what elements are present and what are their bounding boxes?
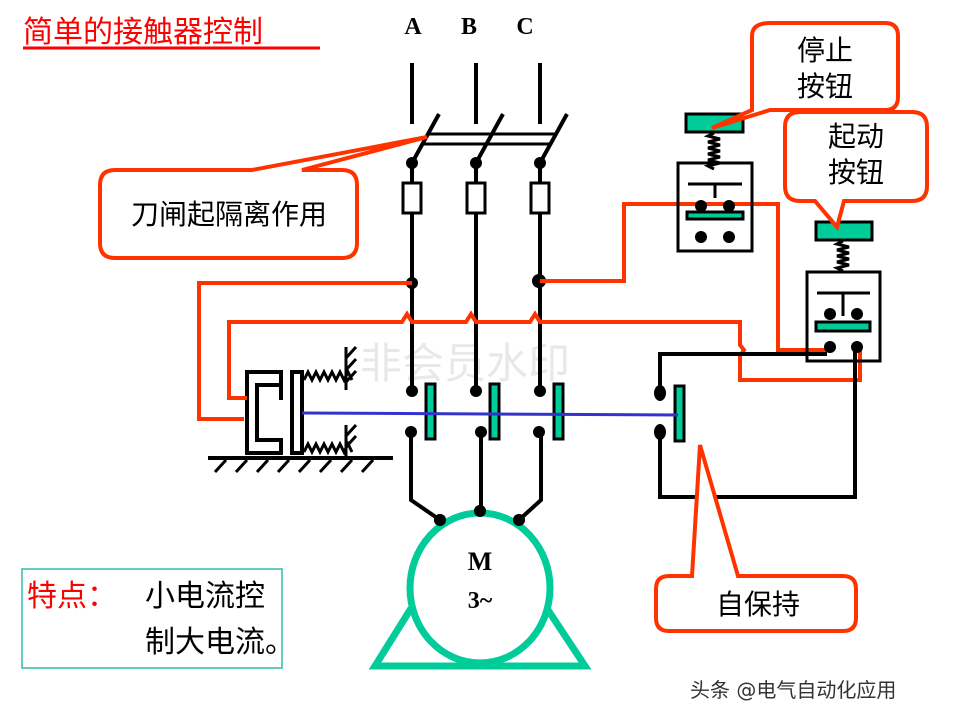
stop-button-symbol xyxy=(676,112,754,253)
motor-label: M xyxy=(468,547,493,576)
start-button-cap xyxy=(814,220,874,242)
self-hold-bottom xyxy=(658,350,857,499)
phase-label-a: A xyxy=(404,14,422,40)
control-wire-a xyxy=(197,281,412,421)
motor: M 3~ xyxy=(368,509,592,670)
callout-stop-button: 停止 按钮 xyxy=(711,21,900,130)
contactor-coil xyxy=(208,345,393,474)
watermark-center: 非会员水印 xyxy=(360,339,570,388)
power-circuit xyxy=(401,63,569,522)
callout-stop-line2: 按钮 xyxy=(797,70,853,103)
motor-lead-a xyxy=(409,432,442,522)
fuse-c xyxy=(529,181,551,215)
phase-label-c: C xyxy=(516,14,533,40)
fuse-b xyxy=(465,181,487,215)
mechanical-link xyxy=(301,411,679,417)
main-contact-b xyxy=(488,382,501,441)
start-spring xyxy=(832,239,850,273)
callout-self-hold: 自保持 xyxy=(654,444,858,633)
upper-spring xyxy=(302,368,354,384)
callout-start-line2: 按钮 xyxy=(828,156,884,189)
knife-blade-b xyxy=(474,113,505,164)
feature-label: 特点： xyxy=(27,579,117,614)
junction-dots xyxy=(405,157,546,526)
motor-lead-c xyxy=(517,432,543,522)
feature-line2: 制大电流。 xyxy=(145,625,295,660)
callout-self-hold-text: 自保持 xyxy=(716,588,800,621)
phase-label-b: B xyxy=(461,14,477,40)
watermark-corner: 头条 @电气自动化应用 xyxy=(690,678,896,702)
coil-core xyxy=(245,370,283,455)
feature-line1: 小电流控 xyxy=(145,579,265,614)
callout-start-button: 起动 按钮 xyxy=(783,110,929,232)
callout-knife-switch: 刀闸起隔离作用 xyxy=(98,135,428,260)
control-wire-c xyxy=(540,202,830,352)
callout-start-line1: 起动 xyxy=(828,120,884,153)
lower-spring xyxy=(302,440,354,456)
ground-hatching xyxy=(213,458,375,474)
callout-stop-line1: 停止 xyxy=(797,34,853,67)
motor-sublabel: 3~ xyxy=(468,588,493,614)
main-contact-a xyxy=(424,382,437,441)
self-hold-circuit xyxy=(658,350,857,499)
callout-knife-switch-text: 刀闸起隔离作用 xyxy=(131,198,327,231)
knife-blade-c xyxy=(538,113,569,164)
fuse-a xyxy=(401,181,423,215)
self-hold-top xyxy=(658,352,827,390)
armature xyxy=(290,370,304,455)
main-contacts xyxy=(424,382,686,443)
feature-box: 特点： 小电流控 制大电流。 xyxy=(21,568,295,669)
title: 简单的接触器控制 xyxy=(23,15,263,50)
main-contact-c xyxy=(552,382,565,441)
start-button-symbol xyxy=(805,220,882,363)
